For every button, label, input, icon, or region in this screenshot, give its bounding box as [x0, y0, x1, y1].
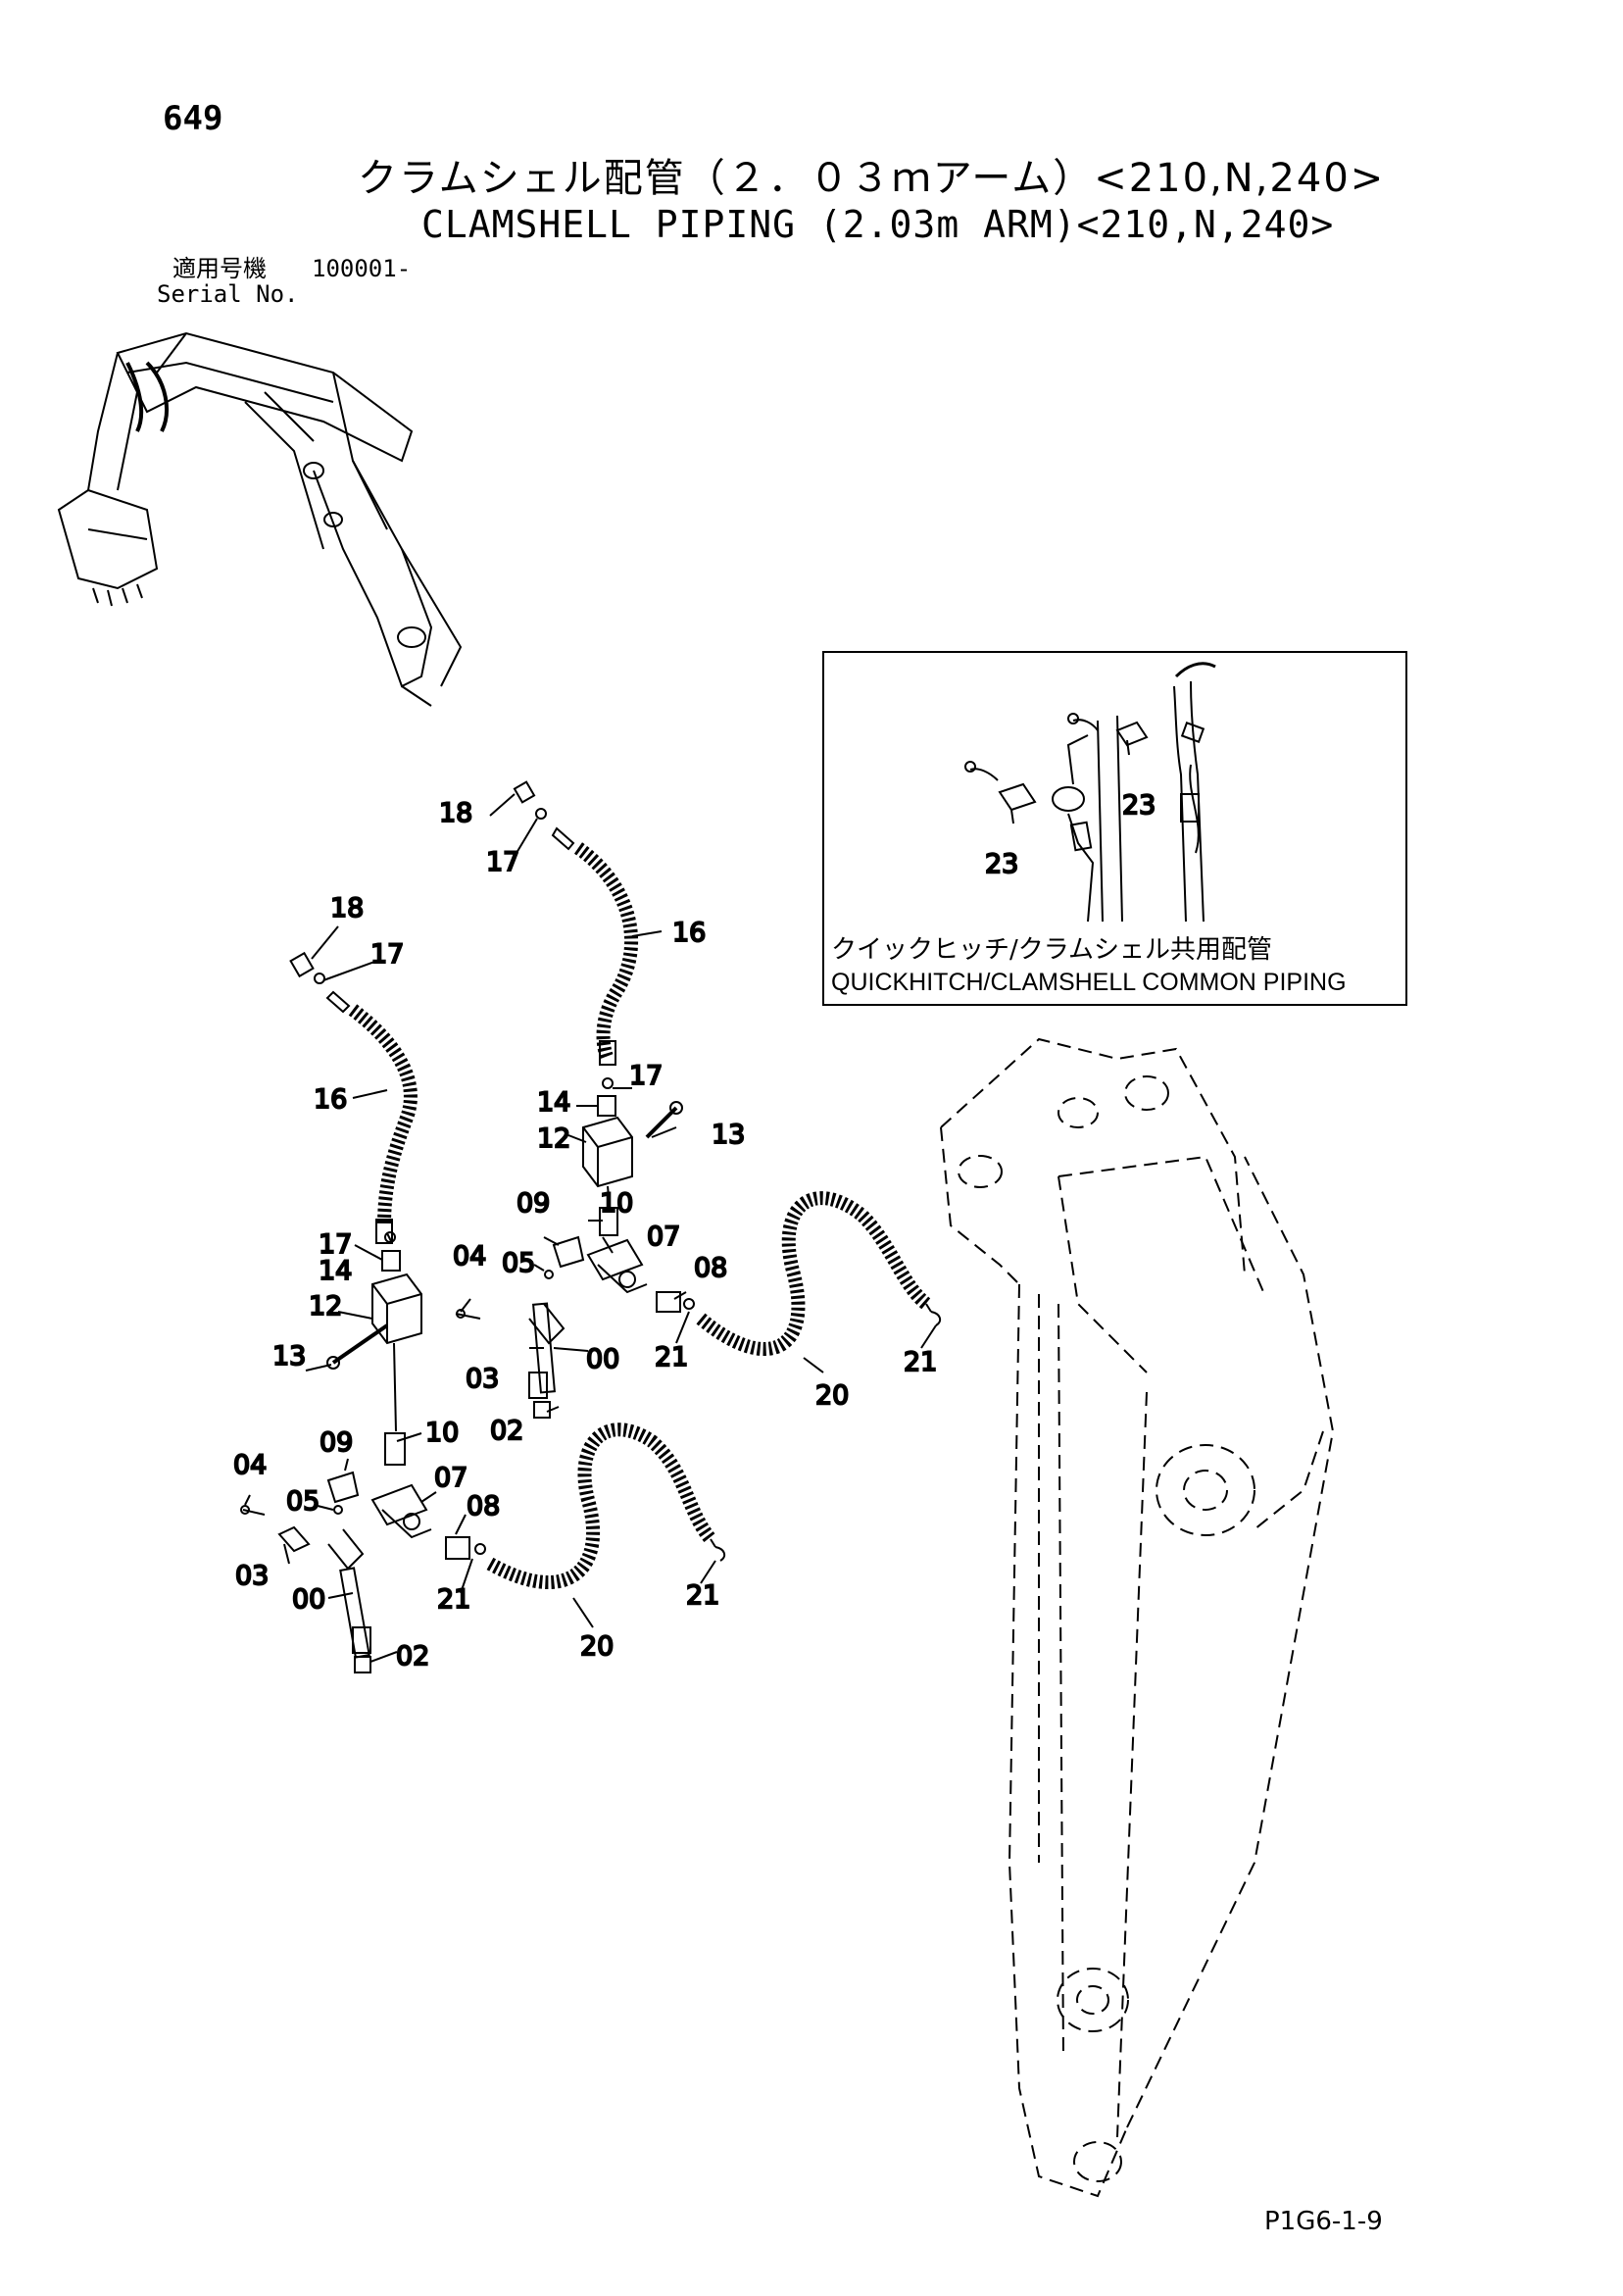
- callout-20-left-block: 20: [580, 1631, 614, 1662]
- callout-12-left-block: 12: [309, 1291, 342, 1322]
- inset-caption-english: QUICKHITCH/CLAMSHELL COMMON PIPING: [831, 969, 1347, 996]
- callout-12-right: 12: [537, 1123, 570, 1154]
- callout-17-left-block: 17: [319, 1229, 352, 1260]
- left-block-assembly: [240, 1231, 726, 1673]
- callout-17-left: 17: [370, 939, 404, 970]
- callout-18-upper: 18: [439, 798, 472, 828]
- callout-13-right: 13: [712, 1120, 745, 1150]
- callout-09-right: 09: [516, 1188, 550, 1219]
- callout-20-right: 20: [815, 1380, 849, 1411]
- callout-05-right: 05: [502, 1248, 535, 1278]
- callout-13-left-block: 13: [272, 1341, 306, 1372]
- callout-07-left-block: 07: [434, 1463, 467, 1493]
- upper-hose-assembly: [489, 780, 663, 1066]
- page-code: P1G6-1-9: [1264, 2207, 1383, 2236]
- callout-10-right: 10: [600, 1188, 633, 1219]
- callout-02-left-block: 02: [396, 1641, 429, 1672]
- page-title-english: CLAMSHELL PIPING (2.03m ARM)<210,N,240>: [421, 203, 1335, 246]
- callout-14-left-block: 14: [319, 1256, 352, 1286]
- callout-21-right-a: 21: [655, 1342, 688, 1373]
- callout-04-left-block: 04: [233, 1450, 267, 1480]
- callout-09-left-block: 09: [320, 1427, 353, 1458]
- serial-number-value: 100001-: [312, 255, 412, 282]
- callout-17-right: 17: [629, 1061, 663, 1091]
- callout-00-left-block: 00: [292, 1584, 325, 1615]
- callout-03-left-block: 03: [235, 1561, 269, 1591]
- callout-10-left-block: 10: [425, 1418, 459, 1448]
- inset-callout-23b: 23: [985, 849, 1018, 879]
- callout-18-left: 18: [330, 893, 364, 923]
- callout-08-left-block: 08: [467, 1491, 500, 1522]
- right-block-assembly: [455, 1077, 942, 1419]
- serial-label-english: Serial No.: [157, 280, 299, 308]
- callout-14-right: 14: [537, 1087, 570, 1118]
- callout-21-left-block-a: 21: [437, 1584, 470, 1615]
- callout-00-right: 00: [586, 1344, 619, 1374]
- excavator-overview-drawing: [57, 331, 463, 707]
- callout-17-upper: 17: [486, 847, 519, 877]
- inset-callout-23a: 23: [1122, 790, 1156, 821]
- page-number: 649: [163, 99, 223, 138]
- page-title-japanese: クラムシェル配管（２．０３ｍアーム）<210,N,240>: [358, 156, 1386, 201]
- callout-05-left-block: 05: [286, 1486, 320, 1517]
- callout-16-upper: 16: [672, 918, 706, 948]
- left-hose-assembly: [289, 925, 418, 1244]
- callout-02-right: 02: [490, 1416, 523, 1446]
- inset-box: [822, 651, 1407, 1006]
- callout-16-left: 16: [314, 1084, 347, 1115]
- callout-04-right: 04: [453, 1241, 486, 1272]
- callout-21-left-block-b: 21: [686, 1580, 719, 1611]
- callout-07-right: 07: [647, 1222, 680, 1252]
- serial-label-japanese: 適用号機: [172, 255, 267, 282]
- inset-caption-japanese: クイックヒッチ/クラムシェル共用配管: [831, 935, 1272, 965]
- arm-structure-drawing: [940, 1037, 1335, 2198]
- callout-03-right: 03: [466, 1364, 499, 1394]
- callout-21-right-b: 21: [904, 1347, 937, 1377]
- callout-08-right: 08: [694, 1253, 727, 1283]
